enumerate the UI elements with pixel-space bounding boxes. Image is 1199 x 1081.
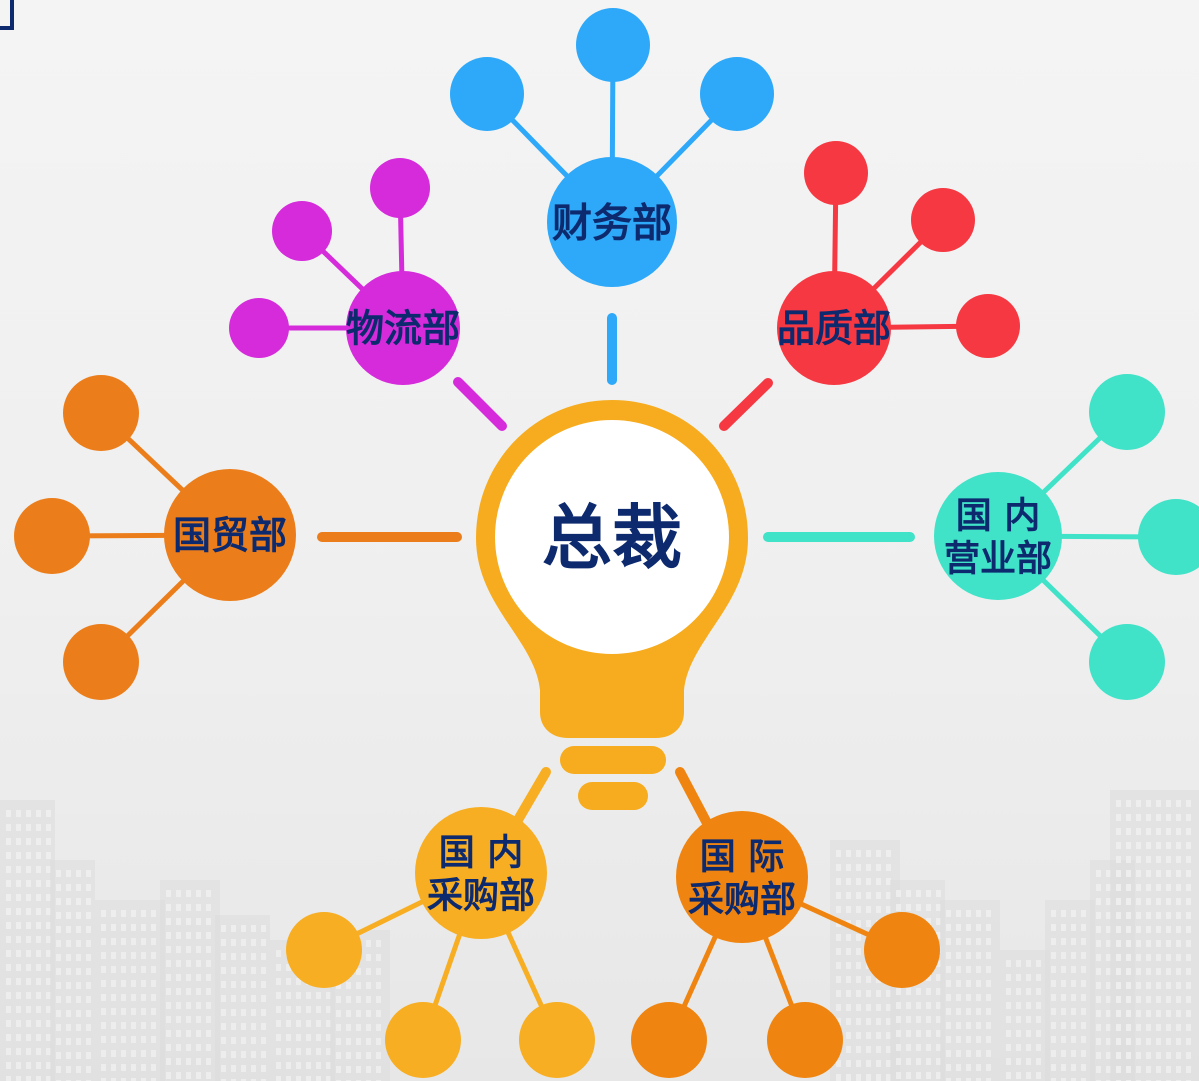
dept-label: 国 际 [700, 836, 785, 877]
spoke-intl_purchasing [675, 767, 713, 830]
leaf-node [385, 1002, 461, 1078]
center-label: 总裁 [542, 497, 682, 579]
dept-label: 品质部 [777, 307, 891, 351]
spoke-quality [719, 378, 773, 431]
nodes: 财务部品质部物流部国贸部国 内营业部国 内采购部国 际采购部 [14, 8, 1199, 1078]
leaf-node [519, 1002, 595, 1078]
leaf-node [804, 141, 868, 205]
dept-label: 采购部 [427, 876, 535, 917]
bulb-base [560, 746, 666, 774]
bulb-center-circle [495, 420, 729, 654]
dept-label: 物流部 [346, 307, 460, 351]
leaf-node [1089, 624, 1165, 700]
leaf-node [767, 1002, 843, 1078]
lightbulb: 总裁 [476, 400, 748, 810]
leaf-node [63, 624, 139, 700]
leaf-node [700, 57, 774, 131]
leaf-node [864, 912, 940, 988]
dept-node-logistics [346, 271, 460, 385]
leaf-node [576, 8, 650, 82]
dept-node-intl_trade [164, 469, 296, 601]
leaf-node [1138, 499, 1199, 575]
leaf-node [272, 201, 332, 261]
dept-node-domestic_sales [934, 472, 1062, 600]
dept-node-quality [777, 271, 891, 385]
dept-label: 国 内 [956, 495, 1041, 536]
corner-mark [0, 0, 14, 30]
dept-node-intl_purchasing [676, 811, 808, 943]
bulb-tip [578, 782, 648, 810]
leaf-node [63, 375, 139, 451]
leaf-node [370, 158, 430, 218]
spoke-domestic_purchasing [510, 767, 551, 830]
leaf-node [286, 912, 362, 988]
dept-label: 采购部 [688, 880, 796, 921]
dept-label: 国贸部 [173, 514, 287, 558]
leaf-node [450, 57, 524, 131]
dept-node-domestic_purchasing [415, 807, 547, 939]
dept-node-finance [547, 157, 677, 287]
dept-label: 财务部 [552, 200, 672, 246]
leaf-node [229, 298, 289, 358]
city-skyline-background [0, 790, 1199, 1081]
dept-label: 国 内 [439, 832, 524, 873]
leaf-node [14, 498, 90, 574]
leaf-node [911, 188, 975, 252]
leaf-node [631, 1002, 707, 1078]
skyline-building [1110, 790, 1199, 1081]
spoke-logistics [453, 377, 507, 431]
leaf-node [1089, 374, 1165, 450]
dept-label: 营业部 [944, 539, 1052, 580]
leaf-node [956, 294, 1020, 358]
